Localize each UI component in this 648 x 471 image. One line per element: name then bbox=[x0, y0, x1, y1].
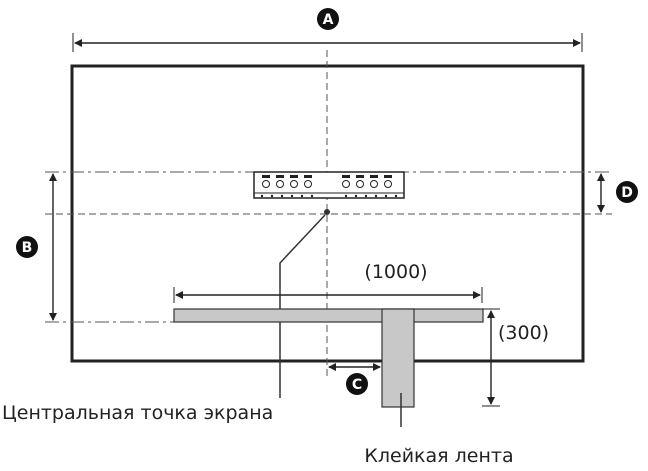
tape-vertical bbox=[381, 308, 415, 408]
screen-center-dot bbox=[324, 209, 330, 215]
connector-panel bbox=[253, 171, 405, 199]
dimension-width bbox=[173, 287, 483, 303]
screen-center-leader bbox=[279, 214, 326, 398]
width-dimension-label: (1000) bbox=[364, 261, 427, 283]
badge-b-letter: B bbox=[22, 240, 33, 256]
badge-c-letter: C bbox=[352, 377, 362, 393]
badge-a: A bbox=[317, 8, 339, 30]
adhesive-tape-label: Клейкая лента bbox=[364, 445, 513, 467]
badge-d: D bbox=[616, 181, 638, 203]
tape-horizontal bbox=[173, 308, 484, 323]
badge-a-letter: A bbox=[323, 12, 334, 28]
dimension-height bbox=[482, 308, 500, 407]
screen-center-label: Центральная точка экрана bbox=[2, 402, 273, 424]
badge-c: C bbox=[346, 373, 368, 395]
badge-d-letter: D bbox=[621, 185, 633, 201]
height-dimension-label: (300) bbox=[498, 322, 549, 344]
badge-b: B bbox=[16, 236, 38, 258]
dimension-a bbox=[72, 33, 583, 52]
